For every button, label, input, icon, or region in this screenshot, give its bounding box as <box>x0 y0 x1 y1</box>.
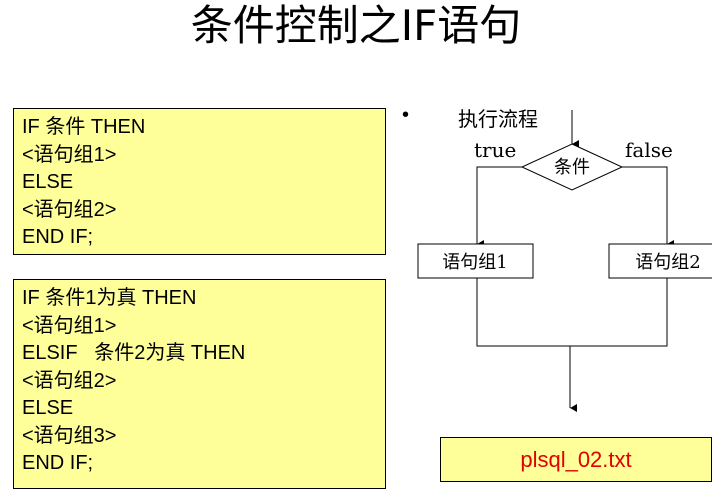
true-label: true <box>474 138 516 162</box>
false-branch-arrow <box>622 166 674 248</box>
code-line: ELSE <box>22 397 74 419</box>
statement-group-1-box <box>417 243 534 279</box>
code-line: <语句组1> <box>22 314 117 337</box>
statement-group-2-label: 语句组2 <box>635 252 700 273</box>
code-line: <语句组2> <box>22 369 117 392</box>
merge-line <box>476 278 668 347</box>
code-box-if-else: IF 条件 THEN <语句组1> ELSE <语句组2> END IF; <box>13 108 386 255</box>
condition-label: 条件 <box>554 157 590 178</box>
code-line: END IF; <box>22 226 94 248</box>
condition-diamond <box>520 143 624 191</box>
code-line: ELSE <box>22 171 74 193</box>
code-line: <语句组3> <box>22 424 117 447</box>
slide-title: 条件控制之IF语句 <box>190 1 522 50</box>
file-name-box: plsql_02.txt <box>440 437 712 482</box>
false-label: false <box>625 138 673 162</box>
bullet: • <box>402 104 410 126</box>
code-line: ELSIF 条件2为真 THEN <box>22 342 246 364</box>
flow-heading: 执行流程 <box>458 107 538 131</box>
statement-group-2-box <box>608 243 712 279</box>
code-line: IF 条件 THEN <box>22 116 146 138</box>
code-line: <语句组1> <box>22 143 117 166</box>
code-line: <语句组2> <box>22 198 117 221</box>
statement-group-1-label: 语句组1 <box>442 252 507 273</box>
code-line: IF 条件1为真 THEN <box>22 287 197 309</box>
true-branch-arrow <box>476 166 522 248</box>
code-line: END IF; <box>22 452 94 474</box>
